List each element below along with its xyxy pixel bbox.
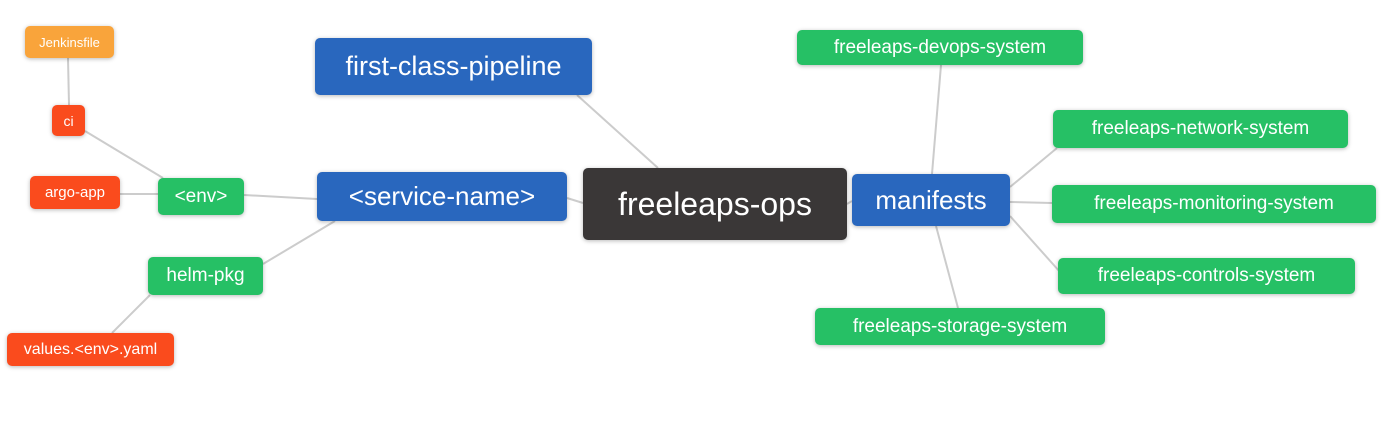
node-label: values.<env>.yaml bbox=[23, 340, 158, 358]
edge-manifests-to-freeleaps-devops-system bbox=[931, 64, 942, 175]
node-freeleaps-storage-system[interactable]: freeleaps-storage-system bbox=[815, 308, 1105, 345]
node-freeleaps-network-system[interactable]: freeleaps-network-system bbox=[1053, 110, 1348, 148]
edge-manifests-to-freeleaps-controls-system bbox=[1009, 215, 1061, 273]
node-freeleaps-ops[interactable]: freeleaps-ops bbox=[583, 168, 847, 240]
node-argo-app[interactable]: argo-app bbox=[30, 176, 120, 209]
node-freeleaps-controls-system[interactable]: freeleaps-controls-system bbox=[1058, 258, 1355, 294]
edge-service-name-to-freeleaps-ops bbox=[566, 197, 584, 204]
node-env[interactable]: <env> bbox=[158, 178, 244, 215]
node-label: ci bbox=[63, 112, 74, 129]
node-label: first-class-pipeline bbox=[345, 51, 562, 81]
node-label: helm-pkg bbox=[166, 265, 245, 286]
node-label: freeleaps-devops-system bbox=[833, 36, 1047, 58]
node-label: freeleaps-storage-system bbox=[852, 315, 1068, 337]
node-first-class-pipeline[interactable]: first-class-pipeline bbox=[315, 38, 592, 95]
node-freeleaps-monitoring-system[interactable]: freeleaps-monitoring-system bbox=[1052, 185, 1376, 223]
node-label: argo-app bbox=[44, 184, 106, 201]
edge-freeleaps-ops-to-manifests bbox=[846, 200, 853, 205]
edge-manifests-to-freeleaps-network-system bbox=[1009, 147, 1058, 188]
node-service-name[interactable]: <service-name> bbox=[317, 172, 567, 221]
node-label: <env> bbox=[174, 185, 228, 207]
node-label: freeleaps-network-system bbox=[1091, 118, 1310, 139]
node-label: Jenkinsfile bbox=[39, 34, 100, 50]
node-values-env-yaml[interactable]: values.<env>.yaml bbox=[7, 333, 174, 366]
edge-manifests-to-freeleaps-storage-system bbox=[935, 225, 959, 309]
edge-manifests-to-freeleaps-monitoring-system bbox=[1009, 201, 1053, 204]
node-freeleaps-devops-system[interactable]: freeleaps-devops-system bbox=[797, 30, 1083, 65]
edge-jenkinsfile-to-ci bbox=[67, 57, 70, 106]
edge-service-name-to-helm-pkg bbox=[262, 220, 336, 265]
node-label: freeleaps-ops bbox=[618, 185, 812, 222]
node-label: <service-name> bbox=[348, 181, 536, 211]
node-manifests[interactable]: manifests bbox=[852, 174, 1010, 226]
edge-env-to-service-name bbox=[243, 194, 318, 200]
edge-helm-pkg-to-values-env-yaml bbox=[111, 294, 151, 334]
node-label: manifests bbox=[875, 184, 987, 215]
node-jenkinsfile[interactable]: Jenkinsfile bbox=[25, 26, 114, 58]
edge-first-class-pipeline-to-freeleaps-ops bbox=[576, 94, 659, 169]
node-helm-pkg[interactable]: helm-pkg bbox=[148, 257, 263, 295]
node-label: freeleaps-monitoring-system bbox=[1094, 193, 1334, 214]
node-ci[interactable]: ci bbox=[52, 105, 85, 136]
edge-ci-to-env bbox=[84, 130, 164, 179]
node-label: freeleaps-controls-system bbox=[1097, 265, 1316, 286]
